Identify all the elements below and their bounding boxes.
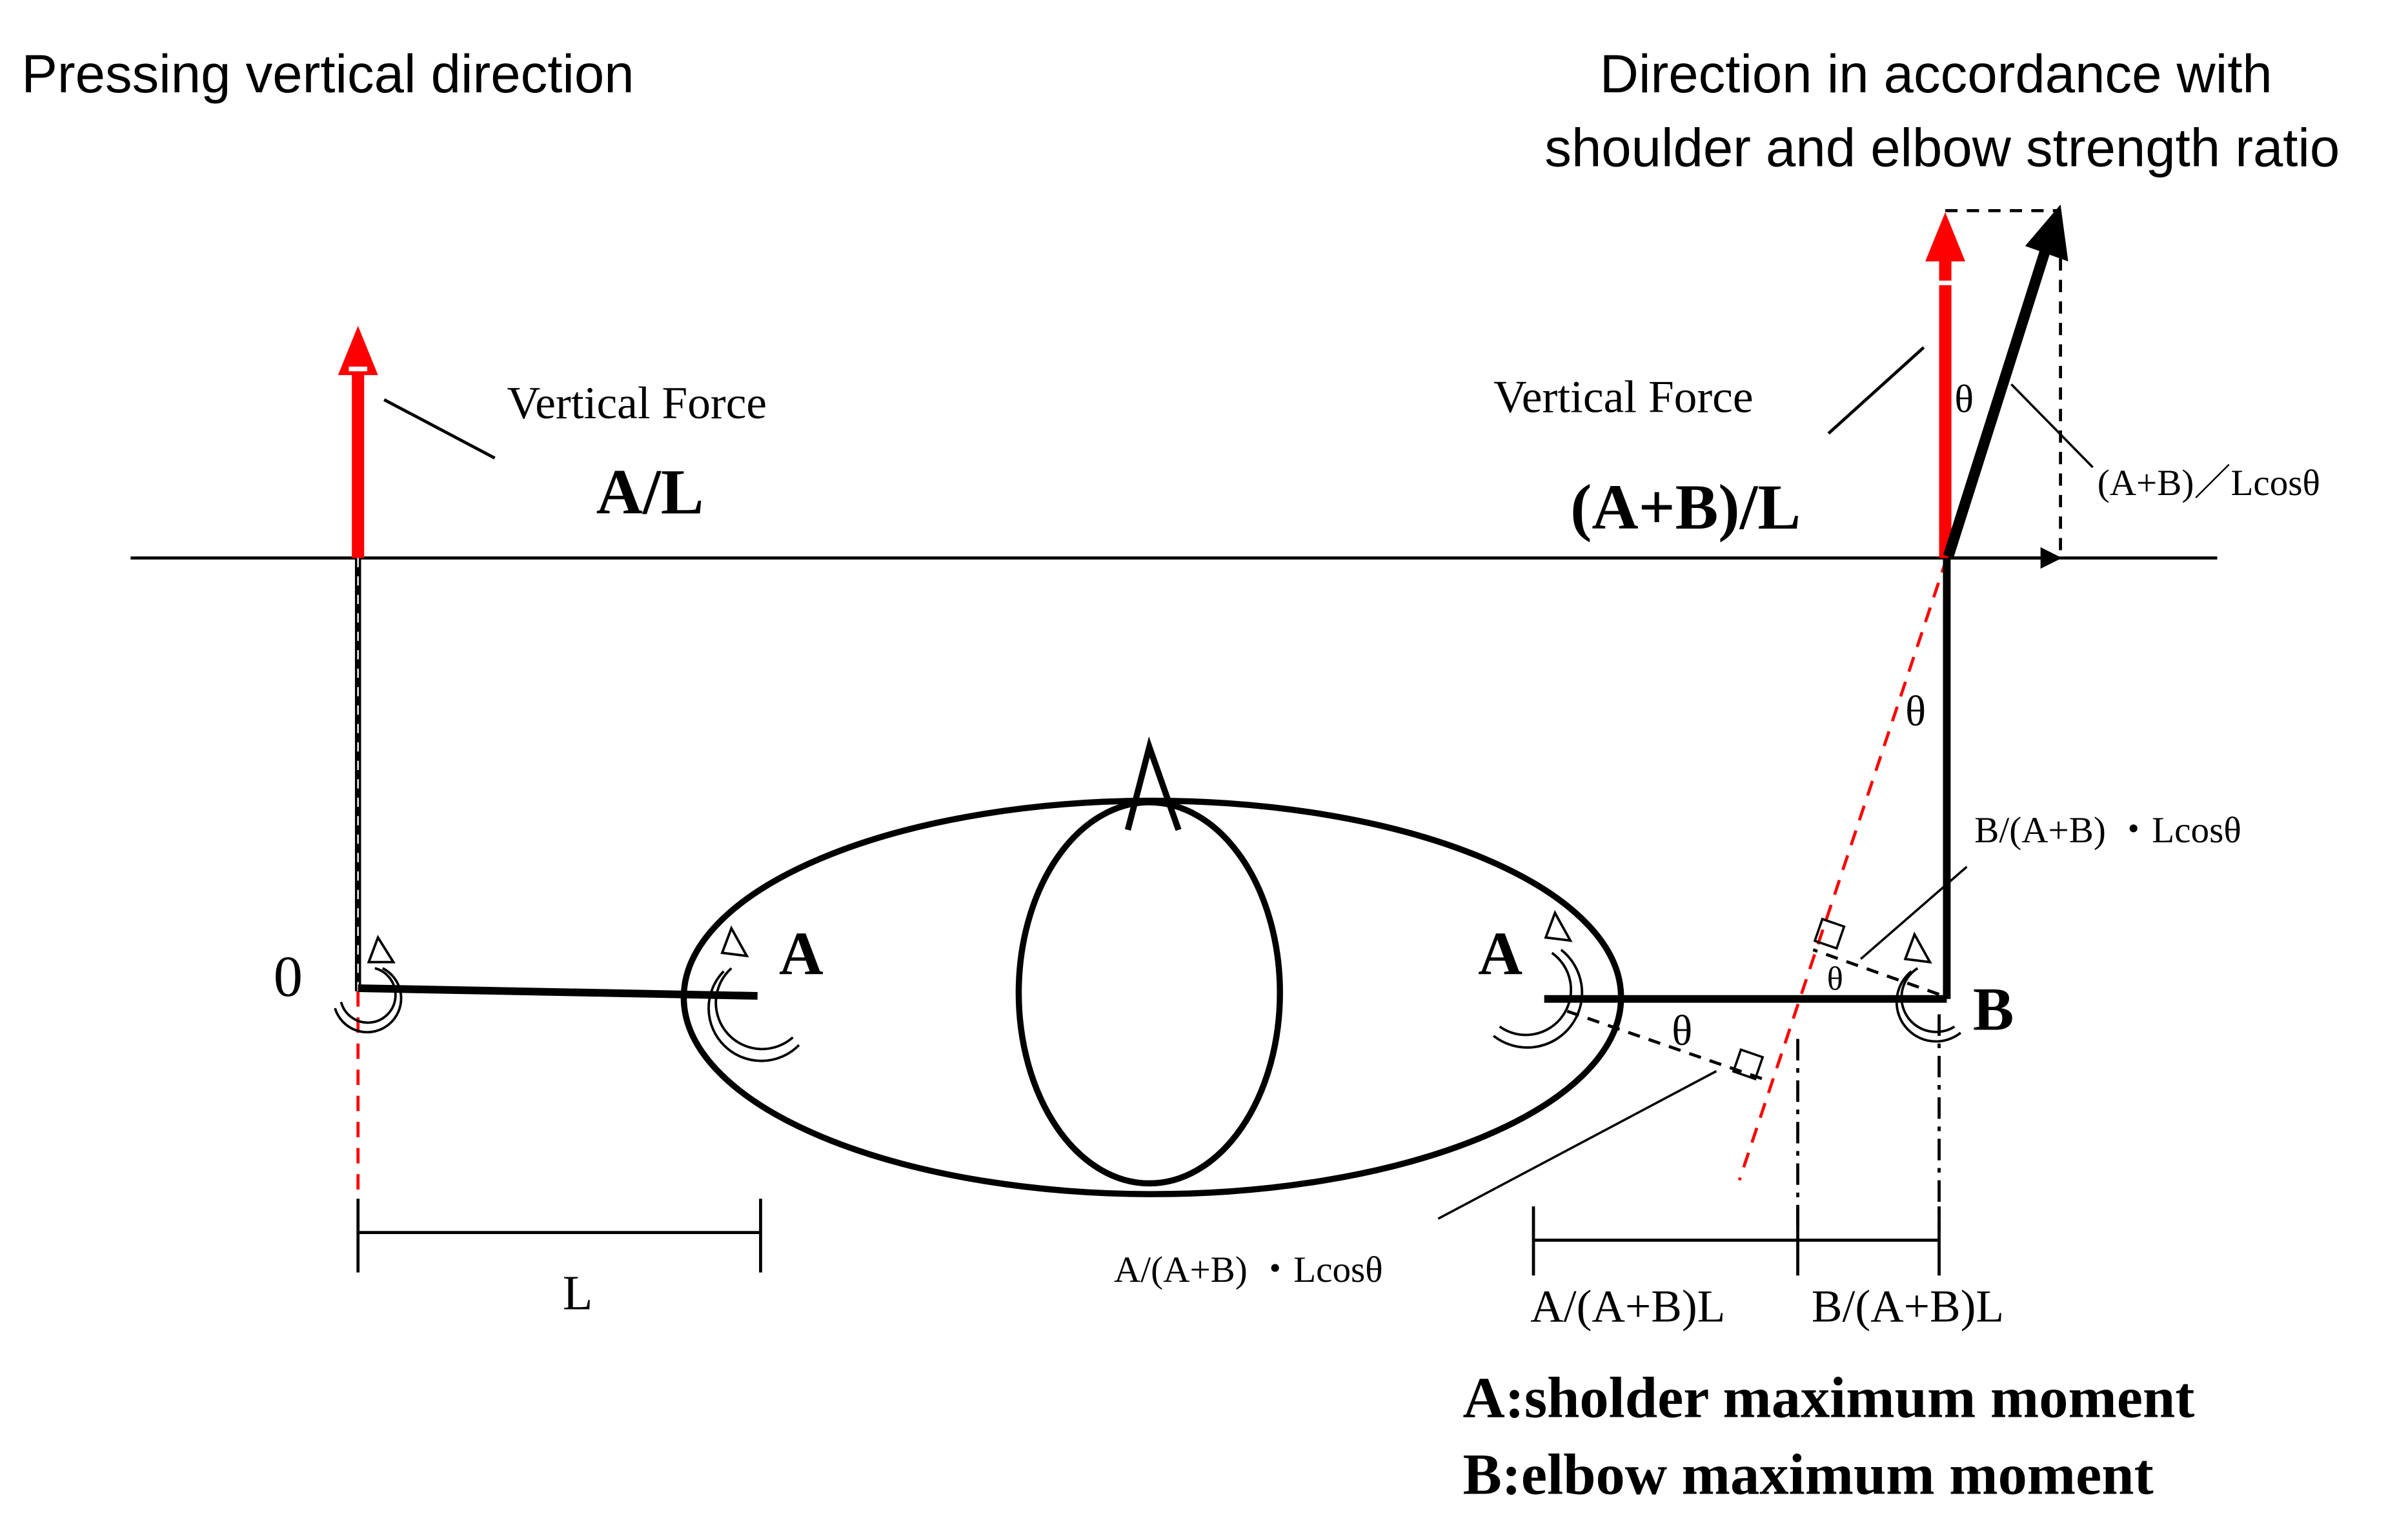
right-force-arrowhead xyxy=(1925,212,1966,261)
length-label: L xyxy=(563,1266,593,1321)
head-ellipse xyxy=(1015,799,1283,1187)
left-force-arrowhead xyxy=(338,325,378,376)
resultant-leader xyxy=(2010,383,2094,469)
left-joint-label: A xyxy=(779,920,824,988)
resultant-arrowhead xyxy=(2025,204,2068,261)
dim-shoulder-label: A/(A+B)L xyxy=(1530,1281,1725,1332)
elbow-arm-label: B/(A+B) ・Lcosθ xyxy=(1974,810,2241,851)
torso-ellipse xyxy=(680,797,1624,1197)
right-force-label: Vertical Force xyxy=(1493,371,1753,422)
component-dashed-box xyxy=(1945,209,2062,551)
elbow-perpendicular-dashed xyxy=(1812,948,1940,996)
right-title-line2: shoulder and elbow strength ratio xyxy=(1544,117,2340,177)
right-title-line1: Direction in accordance with xyxy=(1600,44,2272,104)
nose-triangle xyxy=(1124,736,1182,831)
rotation-arrow-icon xyxy=(334,935,403,1034)
theta-elbow-label: θ xyxy=(1827,960,1843,997)
elbow-label: B xyxy=(1973,975,2014,1043)
resultant-label: (A+B)／Lcosθ xyxy=(2098,463,2320,503)
theta-middle-label: θ xyxy=(1905,688,1926,735)
right-force-value: (A+B)/L xyxy=(1570,471,1801,543)
right-red-dashed-line xyxy=(1737,557,1948,1181)
right-dimension-lines xyxy=(1532,1206,1941,1276)
right-shoulder-label: A xyxy=(1478,920,1522,988)
shoulder-arm-label: A/(A+B) ・Lcosθ xyxy=(1114,1250,1383,1290)
theta-top-label: θ xyxy=(1954,377,1974,421)
left-force-value: A/L xyxy=(596,456,704,527)
elbow-rotation-icon xyxy=(1895,931,1962,1043)
shoulder-right-angle-mark xyxy=(1732,1048,1765,1080)
right-force-leader xyxy=(1827,346,1925,435)
dim-elbow-label: B/(A+B)L xyxy=(1812,1281,2004,1332)
elbow-arm-leader xyxy=(1859,866,1968,960)
left-force-label: Vertical Force xyxy=(507,378,767,429)
elbow-right-angle-mark xyxy=(1813,917,1846,950)
left-force-leader xyxy=(383,398,496,460)
shoulder-arm-leader xyxy=(1437,1070,1717,1220)
left-title: Pressing vertical direction xyxy=(21,44,634,104)
dimension-l xyxy=(356,1199,762,1273)
left-forearm xyxy=(358,984,758,1000)
legend-line-b: B:elbow maximum moment xyxy=(1462,1441,2153,1506)
shoulder-rotation-icon xyxy=(707,925,800,1062)
theta-shoulder-label: θ xyxy=(1672,1008,1692,1055)
horizontal-component-arrowhead xyxy=(2040,547,2062,569)
right-shoulder-rotation-icon xyxy=(1492,909,1584,1049)
origin-label: 0 xyxy=(274,944,303,1009)
resultant-arrow xyxy=(1943,244,2052,558)
legend-line-a: A:sholder maximum moment xyxy=(1462,1364,2194,1430)
shoulder-perpendicular-dashed xyxy=(1566,1009,1768,1082)
